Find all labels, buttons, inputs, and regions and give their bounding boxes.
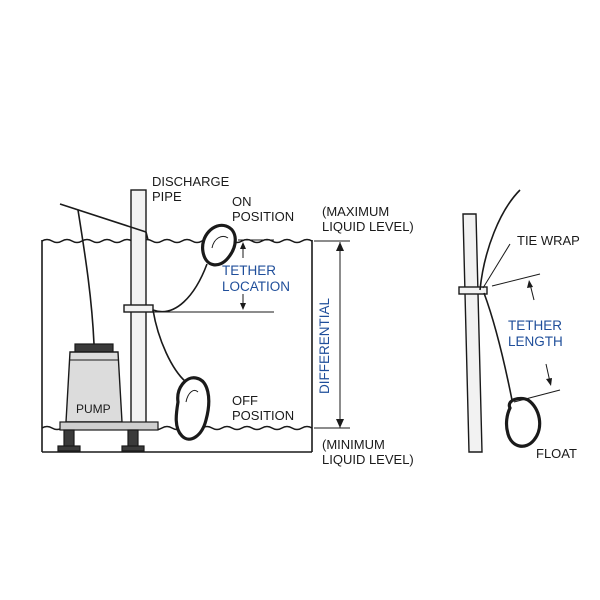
- tether-location-arrowhead-top: [240, 242, 246, 249]
- tether-length-top-ext: [491, 273, 541, 287]
- tether-cable-on: [152, 263, 208, 313]
- tether-length-label-2: LENGTH: [508, 334, 563, 349]
- off-float-highlight: [185, 389, 199, 403]
- discharge-pipe-label-2: PIPE: [152, 189, 182, 204]
- tie-wrap-band: [458, 286, 488, 295]
- on-float-body: [201, 223, 237, 267]
- on-position-label-2: POSITION: [232, 209, 294, 224]
- on-position-label-1: ON: [232, 194, 252, 209]
- tie-wrap-leader: [482, 243, 511, 289]
- detail-float: [504, 396, 542, 448]
- float-label: FLOAT: [536, 446, 577, 461]
- tether-length-label-1: TETHER: [508, 318, 562, 333]
- tether-location-label-2: LOCATION: [222, 279, 290, 294]
- tether-location-label-1: TETHER: [222, 263, 276, 278]
- max-level-label-2: LIQUID LEVEL): [322, 219, 414, 234]
- pump-label: PUMP: [76, 402, 111, 416]
- differential-dimension: [314, 240, 350, 429]
- off-float: [174, 376, 211, 441]
- tether-length-arrowhead-top: [527, 280, 533, 288]
- support-rod-end: [145, 231, 149, 241]
- off-float-body: [174, 376, 211, 441]
- max-level-label-1: (MAXIMUM: [322, 204, 389, 219]
- differential-label: DIFFERENTIAL: [317, 297, 332, 394]
- off-position-label-2: POSITION: [232, 408, 294, 423]
- tether-length-arrowhead-bottom: [546, 378, 552, 386]
- off-position-label-1: OFF: [232, 393, 258, 408]
- detail-view: [458, 189, 561, 453]
- on-float-highlight: [211, 235, 229, 249]
- pump-foot-left-pad: [57, 445, 81, 452]
- tether-location-dimension: [153, 239, 274, 313]
- pump-foot-right-pad: [121, 445, 145, 452]
- pump-foot-left: [63, 429, 75, 449]
- pump-cable: [77, 209, 95, 345]
- pump-foot-right: [127, 429, 139, 449]
- detail-cable-upper: [479, 189, 521, 291]
- support-rod: [59, 203, 147, 233]
- differential-arrowhead-top: [336, 242, 344, 251]
- detail-pipe: [462, 213, 483, 453]
- tether-cable-off: [152, 309, 187, 383]
- min-level-label-2: LIQUID LEVEL): [322, 452, 414, 467]
- differential-arrowhead-bottom: [336, 419, 344, 428]
- detail-cable-lower: [483, 292, 513, 401]
- tie-wrap-label: TIE WRAP: [517, 233, 580, 248]
- min-level-label-1: (MINIMUM: [322, 437, 385, 452]
- tether-length-bottom-ext: [513, 389, 561, 403]
- pump-base-plate: [59, 421, 159, 431]
- on-float: [201, 223, 237, 267]
- pipe-clamp: [123, 304, 154, 313]
- discharge-pipe-label-1: DISCHARGE: [152, 174, 230, 189]
- tether-location-arrowhead-bottom: [240, 303, 246, 310]
- pump-cap: [74, 343, 114, 353]
- pump: [57, 343, 159, 452]
- tank: [41, 240, 313, 453]
